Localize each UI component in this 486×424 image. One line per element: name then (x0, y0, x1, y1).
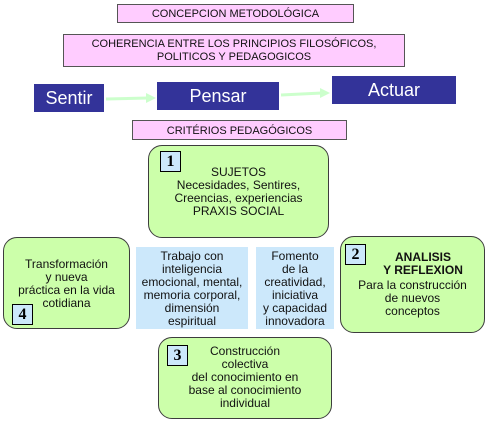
number-badge-3: 3 (167, 345, 188, 366)
page-title: CONCEPCION METODOLÓGICA (117, 4, 354, 23)
analisis-text: Para la construcción de nuevos conceptos (358, 278, 467, 318)
trabajo-text: Trabajo con inteligencia emocional, ment… (141, 249, 243, 328)
flow-step-sentir: Sentir (34, 84, 104, 112)
arrow-pensar-actuar (280, 88, 330, 98)
transformacion-text: Transformación y nueva práctica en la vi… (18, 257, 115, 310)
analisis-heading: ANALISIS Y REFLEXION (383, 250, 463, 277)
transformacion-box: Transformación y nueva práctica en la vi… (3, 237, 130, 329)
criterios-heading: CRITÉRIOS PEDAGÓGICOS (132, 120, 347, 140)
fomento-text: Fomento de la creatividad, iniciativa y … (262, 249, 328, 328)
sujetos-text: SUJETOS Necesidades, Sentires, Creencias… (174, 165, 303, 218)
subtitle-box: COHERENCIA ENTRE LOS PRINCIPIOS FILOSÓFI… (63, 34, 405, 67)
number-badge-2: 2 (345, 244, 366, 265)
construccion-text: Construcción colectiva del conocimiento … (188, 344, 302, 410)
flow-step-actuar: Actuar (332, 76, 456, 104)
flow-step-pensar: Pensar (157, 82, 279, 110)
analisis-box: 2 ANALISIS Y REFLEXION Para la construcc… (340, 236, 485, 333)
number-badge-1: 1 (160, 151, 181, 172)
trabajo-box: Trabajo con inteligencia emocional, ment… (136, 247, 248, 329)
number-badge-4: 4 (12, 304, 33, 325)
construccion-box: 3 Construcción colectiva del conocimient… (158, 337, 332, 419)
sujetos-box: 1 SUJETOS Necesidades, Sentires, Creenci… (148, 145, 329, 238)
fomento-box: Fomento de la creatividad, iniciativa y … (256, 247, 334, 329)
arrow-sentir-pensar (105, 93, 156, 103)
